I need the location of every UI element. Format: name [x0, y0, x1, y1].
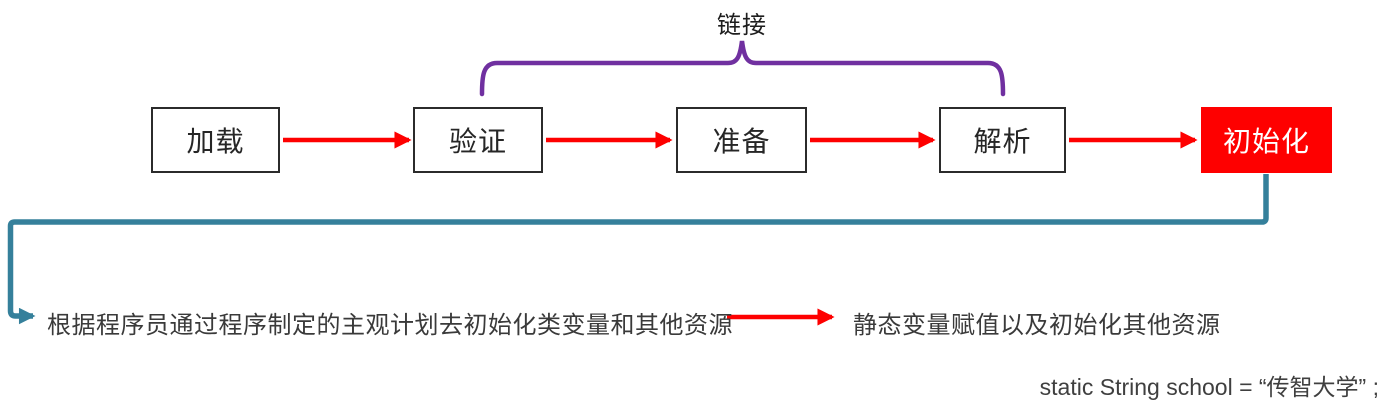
code-example-text: static String school = “传智大学” ;	[1039, 374, 1379, 400]
link-brace-icon	[479, 40, 1006, 97]
static-assignment-note: 静态变量赋值以及初始化其他资源	[853, 312, 1221, 339]
stage-box-initialize: 初始化	[1201, 107, 1332, 173]
stage-label-load: 加载	[186, 126, 245, 157]
stage-box-resolve: 解析	[939, 107, 1066, 173]
stage-label-initialize: 初始化	[1222, 126, 1310, 157]
stage-box-load: 加载	[151, 107, 280, 173]
stage-label-verify: 验证	[448, 126, 507, 157]
stage-box-prepare: 准备	[676, 107, 807, 173]
stage-label-resolve: 解析	[973, 126, 1032, 157]
init-description-note: 根据程序员通过程序制定的主观计划去初始化类变量和其他资源	[47, 312, 733, 339]
stage-label-prepare: 准备	[712, 126, 771, 157]
link-bracket-label: 链接	[717, 12, 767, 39]
stage-box-verify: 验证	[413, 107, 543, 173]
init-flow-connector	[7, 174, 1269, 325]
